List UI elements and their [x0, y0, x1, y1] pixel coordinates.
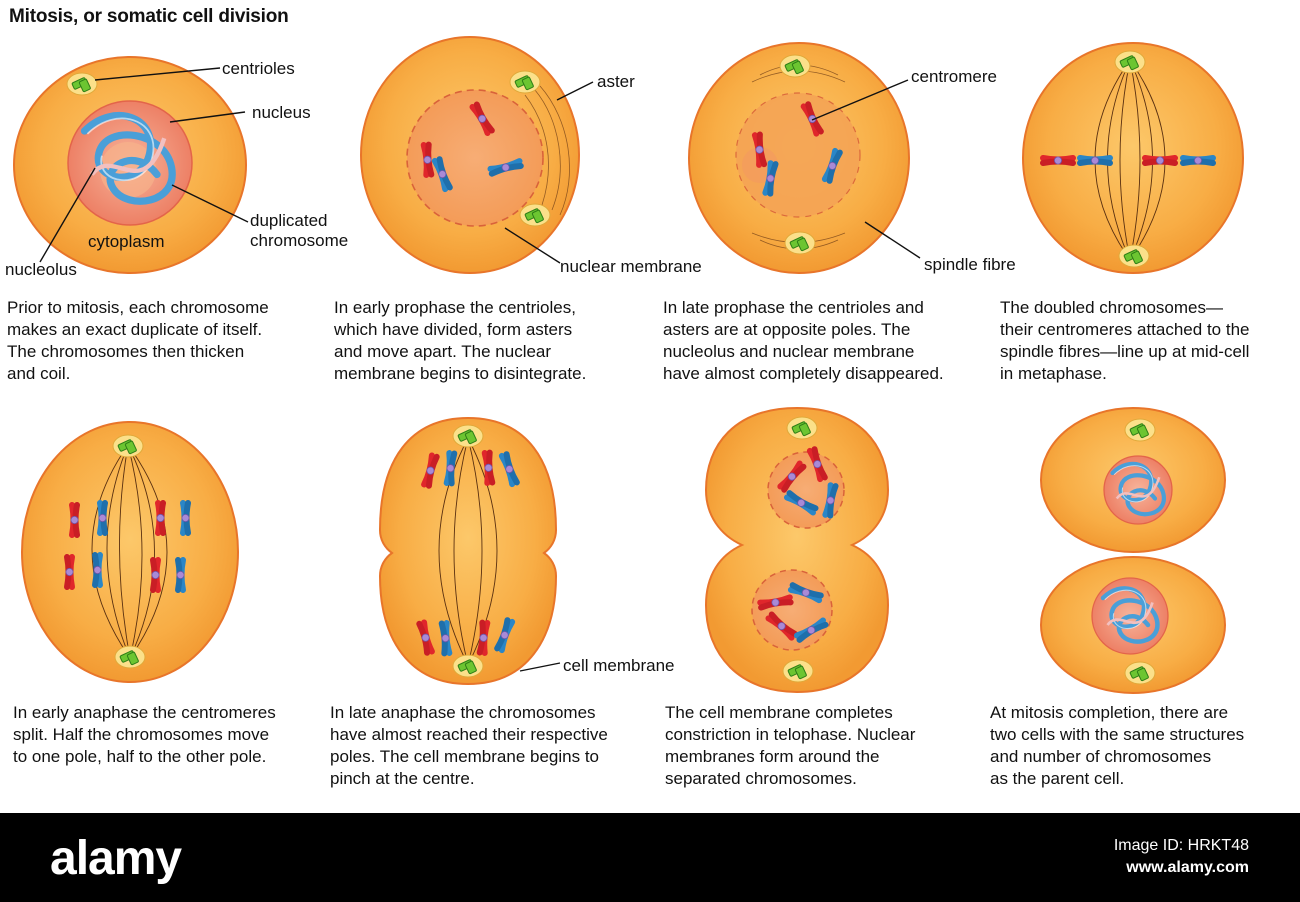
cell-completion	[1040, 407, 1226, 694]
label-cell-membrane: cell membrane	[563, 656, 675, 675]
leader-lines-cell1	[39, 67, 249, 263]
image-id: Image ID: HRKT48	[1113, 837, 1249, 854]
cell-interphase	[13, 56, 247, 274]
centriole-icon	[1124, 418, 1156, 442]
leader-lines-cell3	[811, 79, 921, 259]
centriole-icon	[509, 70, 541, 94]
label-nuclear-membrane: nuclear membrane	[560, 257, 702, 276]
centriole-icon	[452, 654, 484, 678]
centriole-icon	[1114, 50, 1146, 74]
label-nucleolus: nucleolus	[5, 260, 77, 279]
centriole-icon	[786, 416, 818, 440]
brand-logo[interactable]: alamy	[50, 832, 182, 885]
cell-late-anaphase	[378, 416, 558, 686]
label-aster: aster	[597, 72, 635, 91]
site-link[interactable]: www.alamy.com	[1126, 859, 1249, 876]
centriole-icon	[1118, 244, 1150, 268]
centriole-icon	[784, 231, 816, 255]
cell-metaphase	[1022, 42, 1244, 274]
centriole-icon	[66, 72, 98, 96]
cell-late-prophase	[688, 42, 910, 274]
centriole-icon	[779, 54, 811, 78]
centriole-icon	[519, 203, 551, 227]
leader-line-cell-membrane	[519, 662, 561, 672]
caption-early-prophase: In early prophase the centrioles,which h…	[334, 298, 587, 383]
cell-telophase	[704, 406, 890, 694]
cell-early-anaphase	[21, 421, 239, 683]
caption-metaphase: The doubled chromosomes—their centromere…	[1000, 298, 1250, 383]
centriole-icon	[782, 659, 814, 683]
label-spindle-fibre: spindle fibre	[924, 255, 1016, 274]
cell-early-prophase	[360, 36, 580, 274]
footer-bar: alamy Image ID: HRKT48 www.alamy.com	[0, 813, 1300, 902]
label-cytoplasm: cytoplasm	[88, 232, 165, 251]
label-duplicated-2: chromosome	[250, 231, 348, 250]
centriole-icon	[452, 424, 484, 448]
label-centromere: centromere	[911, 67, 997, 86]
mitosis-diagram: centrioles nucleus duplicated chromosome…	[5, 36, 1244, 694]
leader-lines-cell2	[504, 81, 594, 264]
label-duplicated-1: duplicated	[250, 211, 328, 230]
centriole-icon	[114, 645, 146, 669]
figure-title: Mitosis, or somatic cell division	[9, 6, 289, 27]
centriole-icon	[1124, 661, 1156, 685]
centriole-icon	[112, 434, 144, 458]
label-nucleus: nucleus	[252, 103, 311, 122]
label-centrioles: centrioles	[222, 59, 295, 78]
